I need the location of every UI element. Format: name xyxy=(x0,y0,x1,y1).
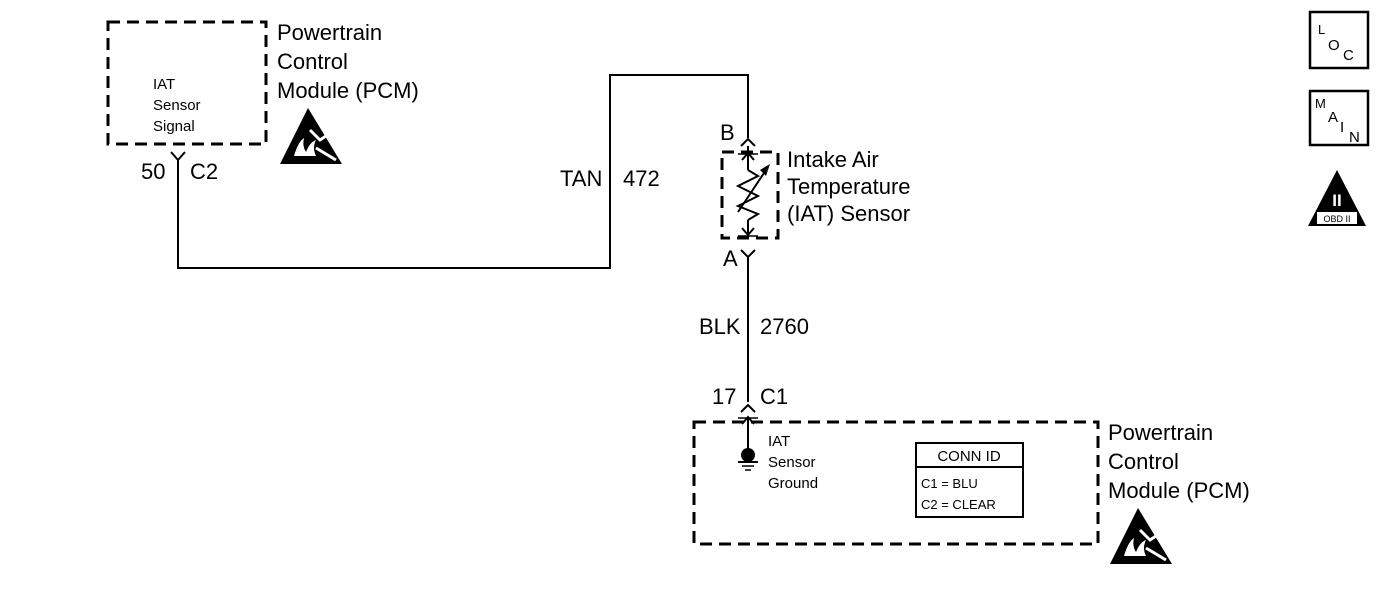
conn-id-row-c1: C1 = BLU xyxy=(921,476,978,491)
loc-letter-o: O xyxy=(1328,37,1340,54)
top-pcm-name-line-2: Control xyxy=(277,49,348,74)
loc-icon[interactable]: L O C xyxy=(1308,10,1370,70)
obd-symbol: II xyxy=(1332,191,1341,210)
pin-17-label: 17 xyxy=(712,384,736,409)
sensor-name-line-3: (IAT) Sensor xyxy=(787,201,910,226)
wire-tan-color-label: TAN xyxy=(560,166,602,191)
esd-warning-icon-top xyxy=(280,108,342,164)
main-letter-m: M xyxy=(1315,96,1326,111)
wire-2760-circuit-label: 2760 xyxy=(760,314,809,339)
bottom-pcm-name: Powertrain Control Module (PCM) xyxy=(1108,420,1250,503)
thermistor-icon xyxy=(735,146,770,237)
conn-id-row-c2: C2 = CLEAR xyxy=(921,497,996,512)
main-letter-a: A xyxy=(1328,109,1338,126)
iat-sensor-name: Intake Air Temperature (IAT) Sensor xyxy=(787,147,911,226)
ground-label-line-1: IAT xyxy=(768,433,790,450)
top-pcm-name-line-1: Powertrain xyxy=(277,20,382,45)
pin-17-terminal xyxy=(740,403,756,413)
wire-472-circuit-label: 472 xyxy=(623,166,660,191)
signal-label-line-3: Signal xyxy=(153,118,195,135)
terminal-a-label: A xyxy=(723,246,738,271)
main-letter-i: I xyxy=(1340,119,1344,136)
esd-warning-icon-bottom xyxy=(1110,508,1172,564)
sensor-name-line-2: Temperature xyxy=(787,174,911,199)
main-letter-n: N xyxy=(1349,129,1360,146)
top-pcm-box xyxy=(106,20,268,146)
wire-blk-color-label: BLK xyxy=(699,314,741,339)
loc-letter-c: C xyxy=(1343,47,1354,64)
terminal-a-connector xyxy=(740,249,756,259)
loc-letter-l: L xyxy=(1318,22,1325,37)
top-pcm-name: Powertrain Control Module (PCM) xyxy=(277,20,419,103)
iat-sensor-box xyxy=(720,150,780,240)
top-pcm-name-line-3: Module (PCM) xyxy=(277,78,419,103)
ground-symbol xyxy=(738,415,758,471)
connector-c1-label: C1 xyxy=(760,384,788,409)
sensor-name-line-1: Intake Air xyxy=(787,147,879,172)
pin-50-terminal xyxy=(170,151,186,162)
ground-label-line-2: Sensor xyxy=(768,454,816,471)
signal-label-line-1: IAT xyxy=(153,76,175,93)
signal-label-line-2: Sensor xyxy=(153,97,201,114)
pin-50-label: 50 xyxy=(141,159,165,184)
terminal-b-connector xyxy=(740,137,756,147)
conn-id-table: CONN ID C1 = BLU C2 = CLEAR xyxy=(915,442,1024,518)
top-pcm-signal-label: IAT Sensor Signal xyxy=(153,76,201,135)
main-icon[interactable]: M A I N xyxy=(1308,89,1370,147)
wire-tan-472 xyxy=(177,74,749,269)
obd-ii-icon[interactable]: II OBD II xyxy=(1308,170,1366,226)
ground-label: IAT Sensor Ground xyxy=(768,433,818,492)
connector-c2-label: C2 xyxy=(190,159,218,184)
bottom-pcm-box xyxy=(692,420,1100,546)
bottom-pcm-name-line-2: Control xyxy=(1108,449,1179,474)
bottom-pcm-name-line-3: Module (PCM) xyxy=(1108,478,1250,503)
bottom-pcm-name-line-1: Powertrain xyxy=(1108,420,1213,445)
terminal-b-label: B xyxy=(720,120,735,145)
obd-label: OBD II xyxy=(1323,214,1350,224)
conn-id-header: CONN ID xyxy=(937,448,1001,465)
ground-label-line-3: Ground xyxy=(768,475,818,492)
